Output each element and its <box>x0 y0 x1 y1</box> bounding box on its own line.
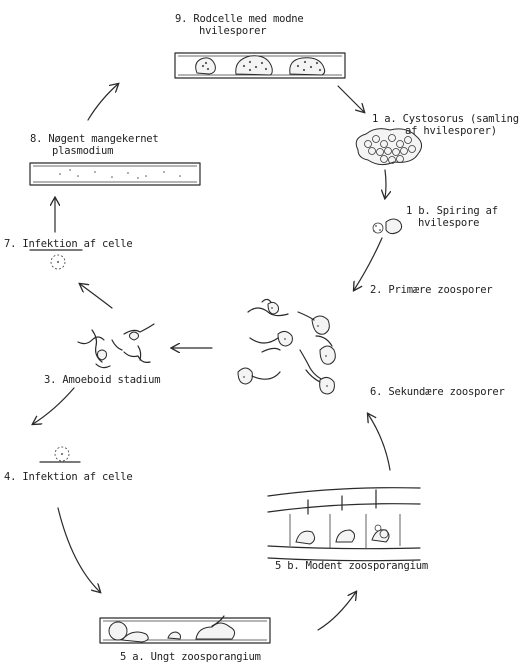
zoospores-group <box>238 299 335 394</box>
label-stage-8-line1: 8. Nøgent mangekernet <box>30 133 159 145</box>
label-stage-1a-line2: af hvilesporer) <box>405 125 497 137</box>
label-stage-8-line2: plasmodium <box>52 145 113 157</box>
germinating-spore <box>373 219 402 234</box>
root-cell-with-resting-spores <box>175 53 345 78</box>
label-stage-4: 4. Infektion af celle <box>4 471 133 483</box>
arrow-3-to-7 <box>80 284 112 308</box>
label-stage-5b: 5 b. Modent zoosporangium <box>275 560 428 572</box>
young-zoosporangium-cell <box>100 616 270 643</box>
arrow-5b-to-6 <box>368 414 390 470</box>
plasmodium-cell <box>30 163 200 185</box>
label-stage-3: 3. Amoeboid stadium <box>44 374 160 386</box>
label-stage-5a: 5 a. Ungt zoosporangium <box>120 651 261 663</box>
infection-cell-7 <box>30 250 82 269</box>
amoeboid-cells <box>78 324 154 368</box>
label-stage-9-line2: hvilesporer <box>199 25 266 37</box>
arrow-4-to-5a <box>58 508 100 592</box>
arrow-9-to-1a <box>338 86 364 112</box>
label-stage-1b-line2: hvilespore <box>418 217 479 229</box>
label-stage-6: 6. Sekundære zoosporer <box>370 386 505 398</box>
arrow-1a-to-1b <box>385 170 386 198</box>
arrow-1b-to-2 <box>354 238 382 290</box>
arrow-5a-to-5b <box>318 592 356 630</box>
label-stage-2: 2. Primære zoosporer <box>370 284 492 296</box>
arrow-8-to-9 <box>88 84 118 120</box>
label-stage-1b-line1: 1 b. Spiring af <box>406 205 498 217</box>
label-stage-1a-line1: 1 a. Cystosorus (samling <box>372 113 519 125</box>
label-stage-9-line1: 9. Rodcelle med modne <box>175 13 304 25</box>
infection-cell-4 <box>40 447 80 462</box>
arrow-3-to-4 <box>33 388 74 424</box>
label-stage-7: 7. Infektion af celle <box>4 238 133 250</box>
mature-zoosporangium-tissue <box>268 488 420 561</box>
